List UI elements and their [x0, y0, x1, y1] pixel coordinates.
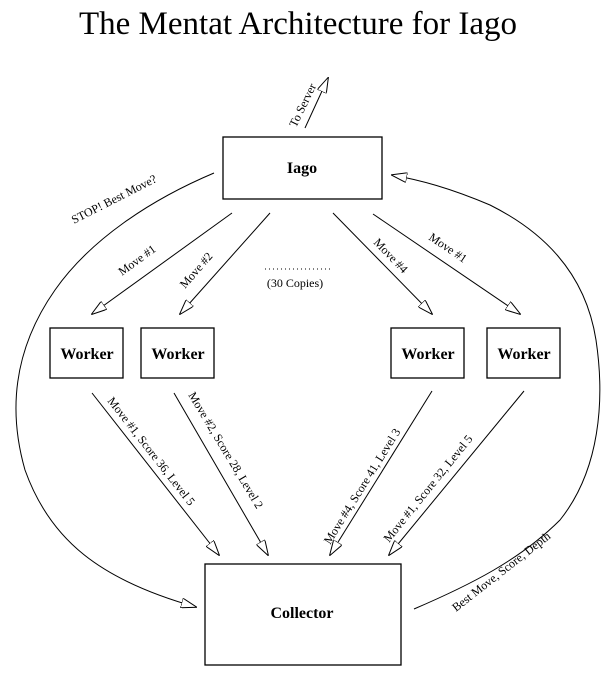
- node-collector[interactable]: Collector: [204, 563, 402, 666]
- edge-label-worker-1-to-collector: Move #1, Score 36, Level 5: [105, 394, 198, 508]
- node-iago[interactable]: Iago: [222, 136, 383, 200]
- edge-label-iago-to-worker-4: Move #1: [426, 230, 469, 266]
- node-worker-1-label: Worker: [60, 346, 113, 363]
- edge-label-stop-best-move: STOP! Best Move?: [69, 172, 159, 227]
- edge-worker-1-to-collector: [91, 392, 219, 555]
- edge-label-worker-4-to-collector: Move #1, Score 32, Level 5: [380, 432, 475, 545]
- node-worker-4-label: Worker: [497, 346, 550, 363]
- node-worker-3[interactable]: Worker: [390, 327, 465, 379]
- node-iago-label: Iago: [287, 160, 317, 177]
- edge-label-worker-2-to-collector: Move #2, Score 28, Level 2: [185, 389, 266, 511]
- node-worker-1[interactable]: Worker: [49, 327, 124, 379]
- diagram-title: The Mentat Architecture for Iago: [79, 6, 517, 42]
- copies-note: (30 Copies): [267, 276, 323, 290]
- edge-to-server: [304, 78, 328, 129]
- edge-iago-to-worker-2: [180, 212, 271, 314]
- edge-iago-to-worker-1: [92, 212, 233, 314]
- node-worker-2-label: Worker: [151, 346, 204, 363]
- edge-iago-to-worker-4: [372, 213, 520, 314]
- edge-worker-3-to-collector: [330, 390, 433, 555]
- edge-worker-4-to-collector: [389, 390, 525, 555]
- edge-label-iago-to-worker-2: Move #2: [177, 249, 216, 291]
- node-worker-3-label: Worker: [401, 346, 454, 363]
- node-worker-2[interactable]: Worker: [140, 327, 215, 379]
- edge-best-move-score-depth: [392, 175, 601, 610]
- edge-stop-best-move: [15, 172, 215, 607]
- edge-iago-to-worker-3: [332, 212, 432, 314]
- edge-worker-2-to-collector: [173, 392, 268, 555]
- edge-label-iago-to-worker-3: Move #4: [371, 235, 411, 276]
- edge-label-to-server: To Server: [286, 81, 319, 129]
- node-worker-4[interactable]: Worker: [486, 327, 561, 379]
- node-collector-label: Collector: [270, 605, 333, 622]
- edge-label-best-move-score-depth: Best Move, Score, Depth: [449, 529, 553, 615]
- edge-label-iago-to-worker-1: Move #1: [116, 242, 159, 279]
